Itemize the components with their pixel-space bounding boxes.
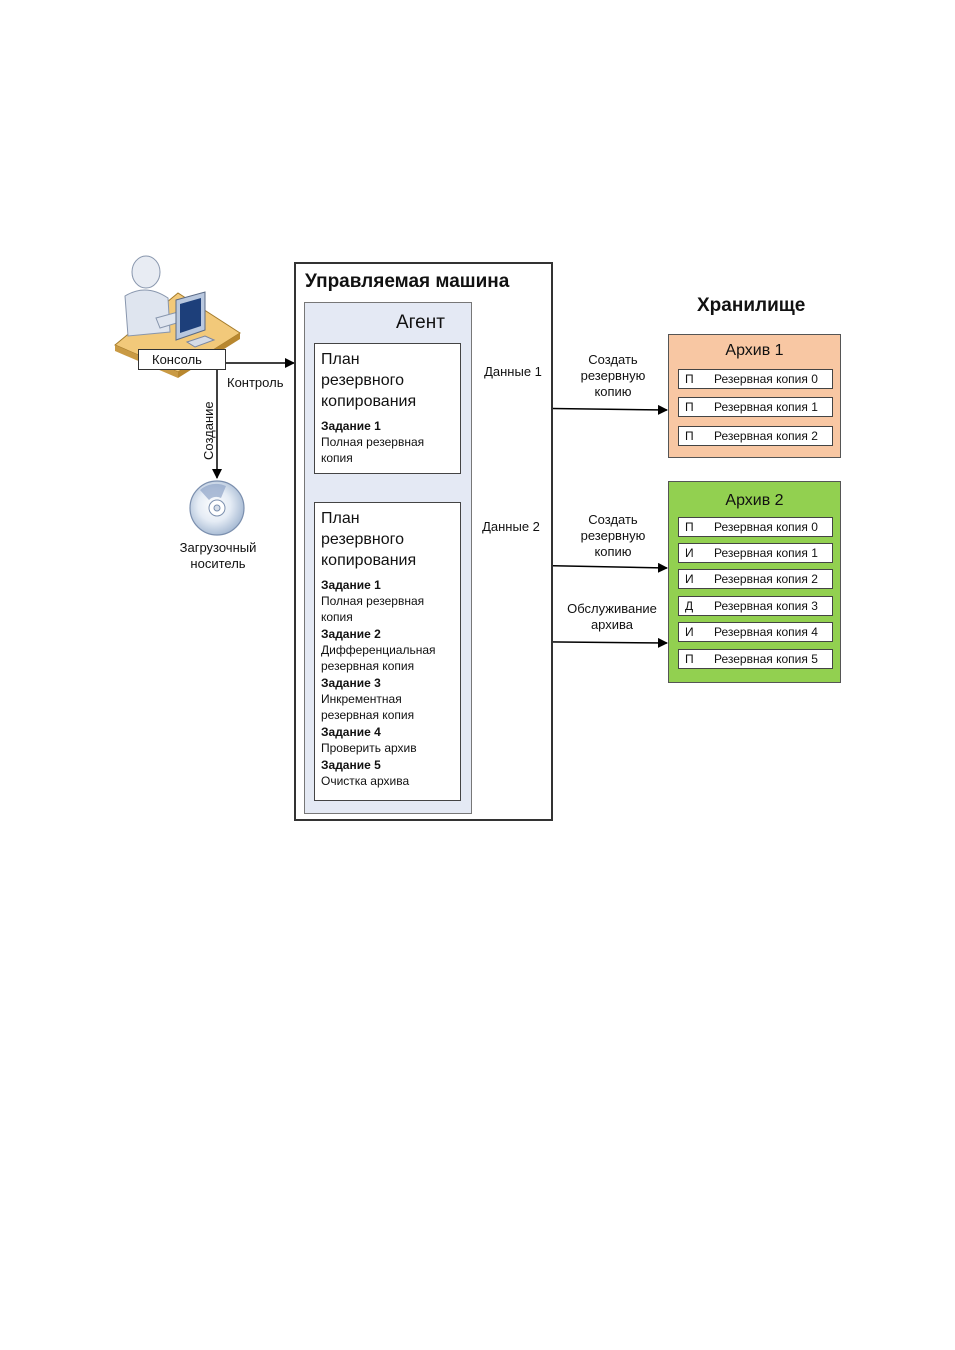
maintenance-label: Обслуживание архива (567, 601, 657, 632)
backup-type: П (685, 520, 694, 534)
backup-name: Резервная копия 0 (714, 372, 818, 386)
archive-title: Архив 1 (725, 342, 784, 359)
data1-label: Данные 1 (484, 364, 542, 379)
backup-item: И Резервная копия 4 (678, 622, 833, 642)
boot-media-label: Загрузочный носитель (179, 540, 257, 571)
backup-plan-2: План резервного копирования Задание 1 По… (314, 502, 461, 801)
backup-item: И Резервная копия 1 (678, 543, 833, 563)
backup-type: П (685, 400, 694, 414)
task-desc: Полная резервная копия (321, 435, 425, 465)
archive-title: Архив 2 (725, 492, 784, 509)
archive-2: Архив 2 П Резервная копия 0 И Резервная … (668, 481, 841, 683)
task-desc: Проверить архив (321, 741, 417, 755)
plan-title: План резервного копирования (321, 351, 417, 410)
backup-name: Резервная копия 1 (714, 400, 818, 414)
backup-type: И (685, 572, 694, 586)
task-name: Задание 2 (321, 627, 381, 641)
backup-name: Резервная копия 1 (714, 546, 818, 560)
task-name: Задание 1 (321, 578, 381, 592)
data2-label: Данные 2 (482, 519, 540, 534)
backup-item: П Резервная копия 0 (678, 517, 833, 537)
backup-type: П (685, 372, 694, 386)
backup-name: Резервная копия 2 (714, 572, 818, 586)
console-box: Консоль (138, 349, 226, 370)
backup-name: Резервная копия 5 (714, 652, 818, 666)
backup-name: Резервная копия 4 (714, 625, 818, 639)
task-desc: Дифференциальная резервная копия (321, 643, 436, 673)
storage-title: Хранилище (697, 295, 806, 316)
create-backup-label-2: Создать резервную копию (580, 512, 646, 559)
backup-plan-1: План резервного копирования Задание 1 По… (314, 343, 461, 474)
backup-name: Резервная копия 3 (714, 599, 818, 613)
control-label: Контроль (227, 375, 284, 390)
task-desc: Инкрементная резервная копия (321, 692, 415, 722)
plan-title: План резервного копирования (321, 510, 417, 569)
backup-name: Резервная копия 2 (714, 429, 818, 443)
task-name: Задание 4 (321, 725, 381, 739)
backup-type: П (685, 429, 694, 443)
task-name: Задание 3 (321, 676, 381, 690)
backup-item: П Резервная копия 2 (678, 426, 833, 446)
task-desc: Полная резервная копия (321, 594, 425, 624)
task-desc: Очистка архива (321, 774, 410, 788)
managed-machine-title: Управляемая машина (305, 271, 510, 292)
backup-item: П Резервная копия 1 (678, 397, 833, 417)
backup-type: Д (685, 599, 694, 613)
backup-item: Д Резервная копия 3 (678, 596, 833, 616)
archive-1: Архив 1 П Резервная копия 0 П Резервная … (668, 334, 841, 458)
backup-name: Резервная копия 0 (714, 520, 818, 534)
backup-type: И (685, 546, 694, 560)
backup-type: П (685, 652, 694, 666)
backup-item: И Резервная копия 2 (678, 569, 833, 589)
backup-item: П Резервная копия 5 (678, 649, 833, 669)
backup-item: П Резервная копия 0 (678, 369, 833, 389)
create-label: Создание (201, 401, 216, 460)
agent-title: Агент (396, 312, 445, 333)
backup-type: И (685, 625, 694, 639)
task-name: Задание 1 (321, 419, 381, 433)
boot-disc-icon (189, 480, 245, 536)
create-backup-label-1: Создать резервную копию (580, 352, 646, 399)
task-name: Задание 5 (321, 758, 381, 772)
